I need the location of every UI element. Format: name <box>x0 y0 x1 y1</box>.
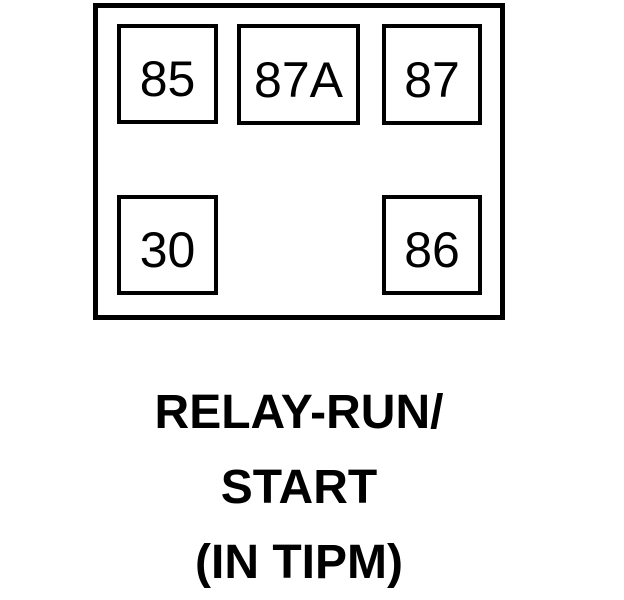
relay-caption-line-3: (IN TIPM) <box>195 536 403 589</box>
relay-pin-30: 30 <box>117 195 218 295</box>
relay-caption: RELAY-RUN/ START (IN TIPM) <box>93 375 505 600</box>
relay-pin-87a: 87A <box>237 24 360 125</box>
relay-pin-86-label: 86 <box>404 222 460 278</box>
relay-pin-87-label: 87 <box>404 51 460 108</box>
relay-pin-87a-label: 87A <box>254 51 343 108</box>
relay-pin-30-label: 30 <box>139 222 196 278</box>
relay-pin-87: 87 <box>382 24 482 125</box>
relay-pin-86: 86 <box>382 195 482 295</box>
relay-pin-85: 85 <box>117 24 218 124</box>
relay-caption-line-1: RELAY-RUN/ <box>154 386 444 439</box>
relay-caption-line-2: START <box>220 461 378 514</box>
relay-pin-85-label: 85 <box>139 51 196 107</box>
